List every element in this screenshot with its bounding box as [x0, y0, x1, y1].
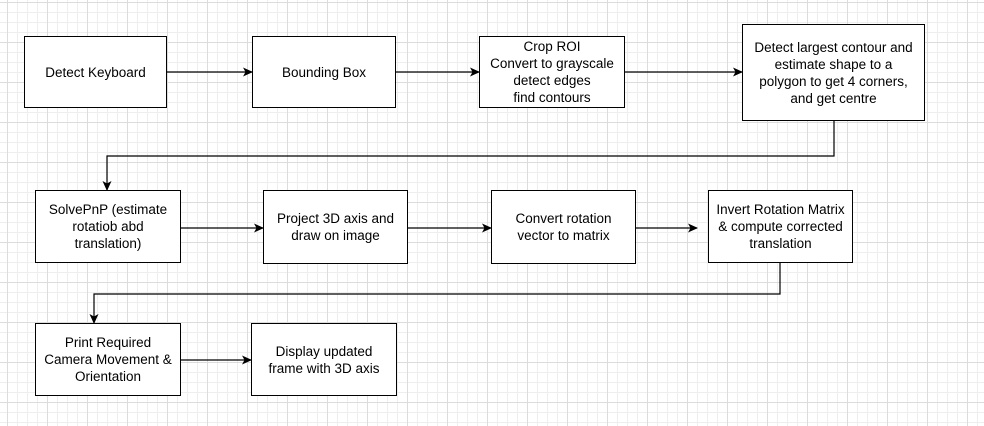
node-largest-contour-label: Detect largest contour and estimate shap…: [754, 39, 913, 106]
node-convert-rotation[interactable]: Convert rotation vector to matrix: [491, 190, 636, 264]
node-largest-contour[interactable]: Detect largest contour and estimate shap…: [742, 24, 925, 121]
node-bounding-box[interactable]: Bounding Box: [252, 36, 396, 108]
node-solvepnp-label: SolvePnP (estimate rotatiob abd translat…: [48, 202, 168, 251]
node-convert-rotation-label: Convert rotation vector to matrix: [515, 211, 612, 243]
node-invert-rotation[interactable]: Invert Rotation Matrix & compute correct…: [708, 190, 853, 263]
node-display-frame-label: Display updated frame with 3D axis: [268, 343, 380, 376]
node-crop-roi[interactable]: Crop ROI Convert to grayscale detect edg…: [479, 36, 625, 108]
edge-largest-contour-to-solvepnp: [102, 121, 835, 191]
node-project-axis[interactable]: Project 3D axis and draw on image: [263, 190, 408, 264]
node-bounding-box-label: Bounding Box: [281, 64, 367, 80]
node-detect-keyboard[interactable]: Detect Keyboard: [24, 36, 167, 108]
node-print-movement[interactable]: Print Required Camera Movement & Orienta…: [35, 323, 181, 396]
edge-invert-rotation-to-print-movement: [89, 263, 781, 324]
node-detect-keyboard-label: Detect Keyboard: [45, 64, 146, 80]
node-display-frame[interactable]: Display updated frame with 3D axis: [251, 323, 397, 396]
node-crop-roi-label: Crop ROI Convert to grayscale detect edg…: [490, 39, 614, 105]
node-project-axis-label: Project 3D axis and draw on image: [276, 211, 395, 243]
node-solvepnp[interactable]: SolvePnP (estimate rotatiob abd translat…: [35, 190, 181, 263]
node-invert-rotation-label: Invert Rotation Matrix & compute correct…: [716, 202, 845, 251]
node-print-movement-label: Print Required Camera Movement & Orienta…: [44, 335, 172, 384]
